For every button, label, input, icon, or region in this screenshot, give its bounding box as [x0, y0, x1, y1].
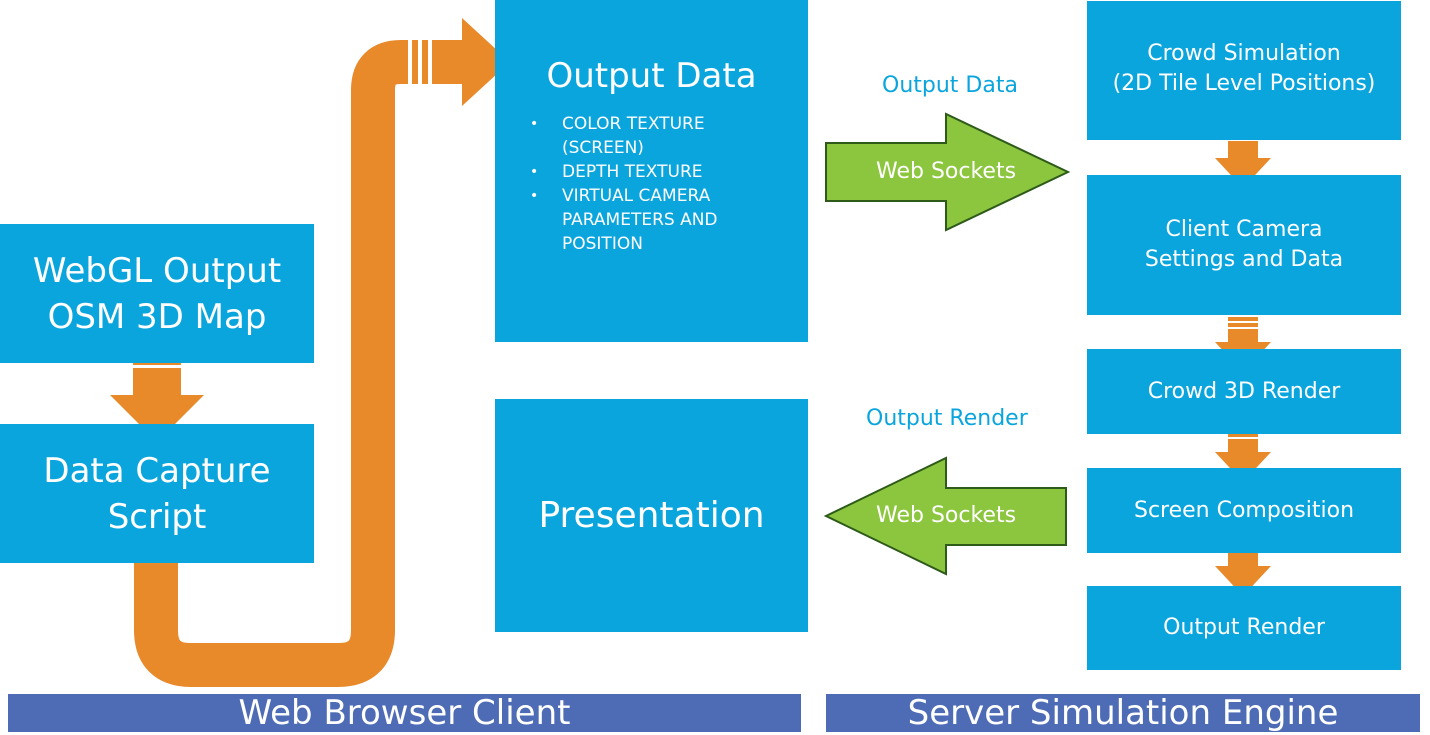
output-render-label: Output Render [1163, 615, 1325, 640]
webgl-line-2: OSM 3D Map [47, 296, 267, 337]
output-render-box: Output Render [1087, 586, 1401, 670]
composition-label: Screen Composition [1133, 497, 1355, 523]
web-browser-client-bar: Web Browser Client [8, 693, 801, 733]
client-camera-box: Client Camera Settings and Data [1087, 175, 1401, 315]
bullet-depth-texture: DEPTH TEXTURE [530, 160, 770, 184]
server-simulation-engine-bar: Server Simulation Engine [826, 693, 1420, 733]
bullet-camera-params: VIRTUAL CAMERA PARAMETERS AND POSITION [530, 184, 770, 256]
capture-line-2: Script [107, 496, 207, 537]
webgl-line-1: WebGL Output [32, 250, 282, 291]
output-data-connector-label: Output Data [882, 73, 1018, 98]
capture-line-1: Data Capture [43, 450, 271, 491]
camera-line-2: Settings and Data [1144, 247, 1344, 272]
camera-line-1: Client Camera [1165, 217, 1323, 242]
render3d-label: Crowd 3D Render [1147, 378, 1341, 404]
screen-composition-box: Screen Composition [1087, 468, 1401, 553]
output-data-title: Output Data [546, 56, 757, 96]
green-arrow-left [823, 456, 1067, 576]
presentation-box: Presentation [495, 399, 808, 632]
output-render-connector-label: Output Render [866, 406, 1028, 431]
crowd-sim-line-1: Crowd Simulation [1147, 41, 1341, 66]
output-data-list: COLOR TEXTURE (SCREEN) DEPTH TEXTURE VIR… [530, 112, 770, 256]
green-arrow-right [825, 112, 1071, 232]
crowd-sim-line-2: (2D Tile Level Positions) [1112, 71, 1376, 96]
data-capture-box: Data Capture Script [0, 424, 314, 563]
presentation-label: Presentation [538, 495, 765, 536]
pipe-arrow-head [462, 18, 510, 106]
web-sockets-left-label: Web Sockets [876, 503, 1017, 528]
crowd-3d-render-box: Crowd 3D Render [1087, 349, 1401, 434]
webgl-output-box: WebGL Output OSM 3D Map [0, 224, 314, 363]
crowd-simulation-box: Crowd Simulation (2D Tile Level Position… [1087, 1, 1401, 140]
pipe-arrow-shaft [134, 40, 466, 687]
web-sockets-right-label: Web Sockets [876, 159, 1017, 184]
bullet-color-texture: COLOR TEXTURE (SCREEN) [530, 112, 770, 160]
